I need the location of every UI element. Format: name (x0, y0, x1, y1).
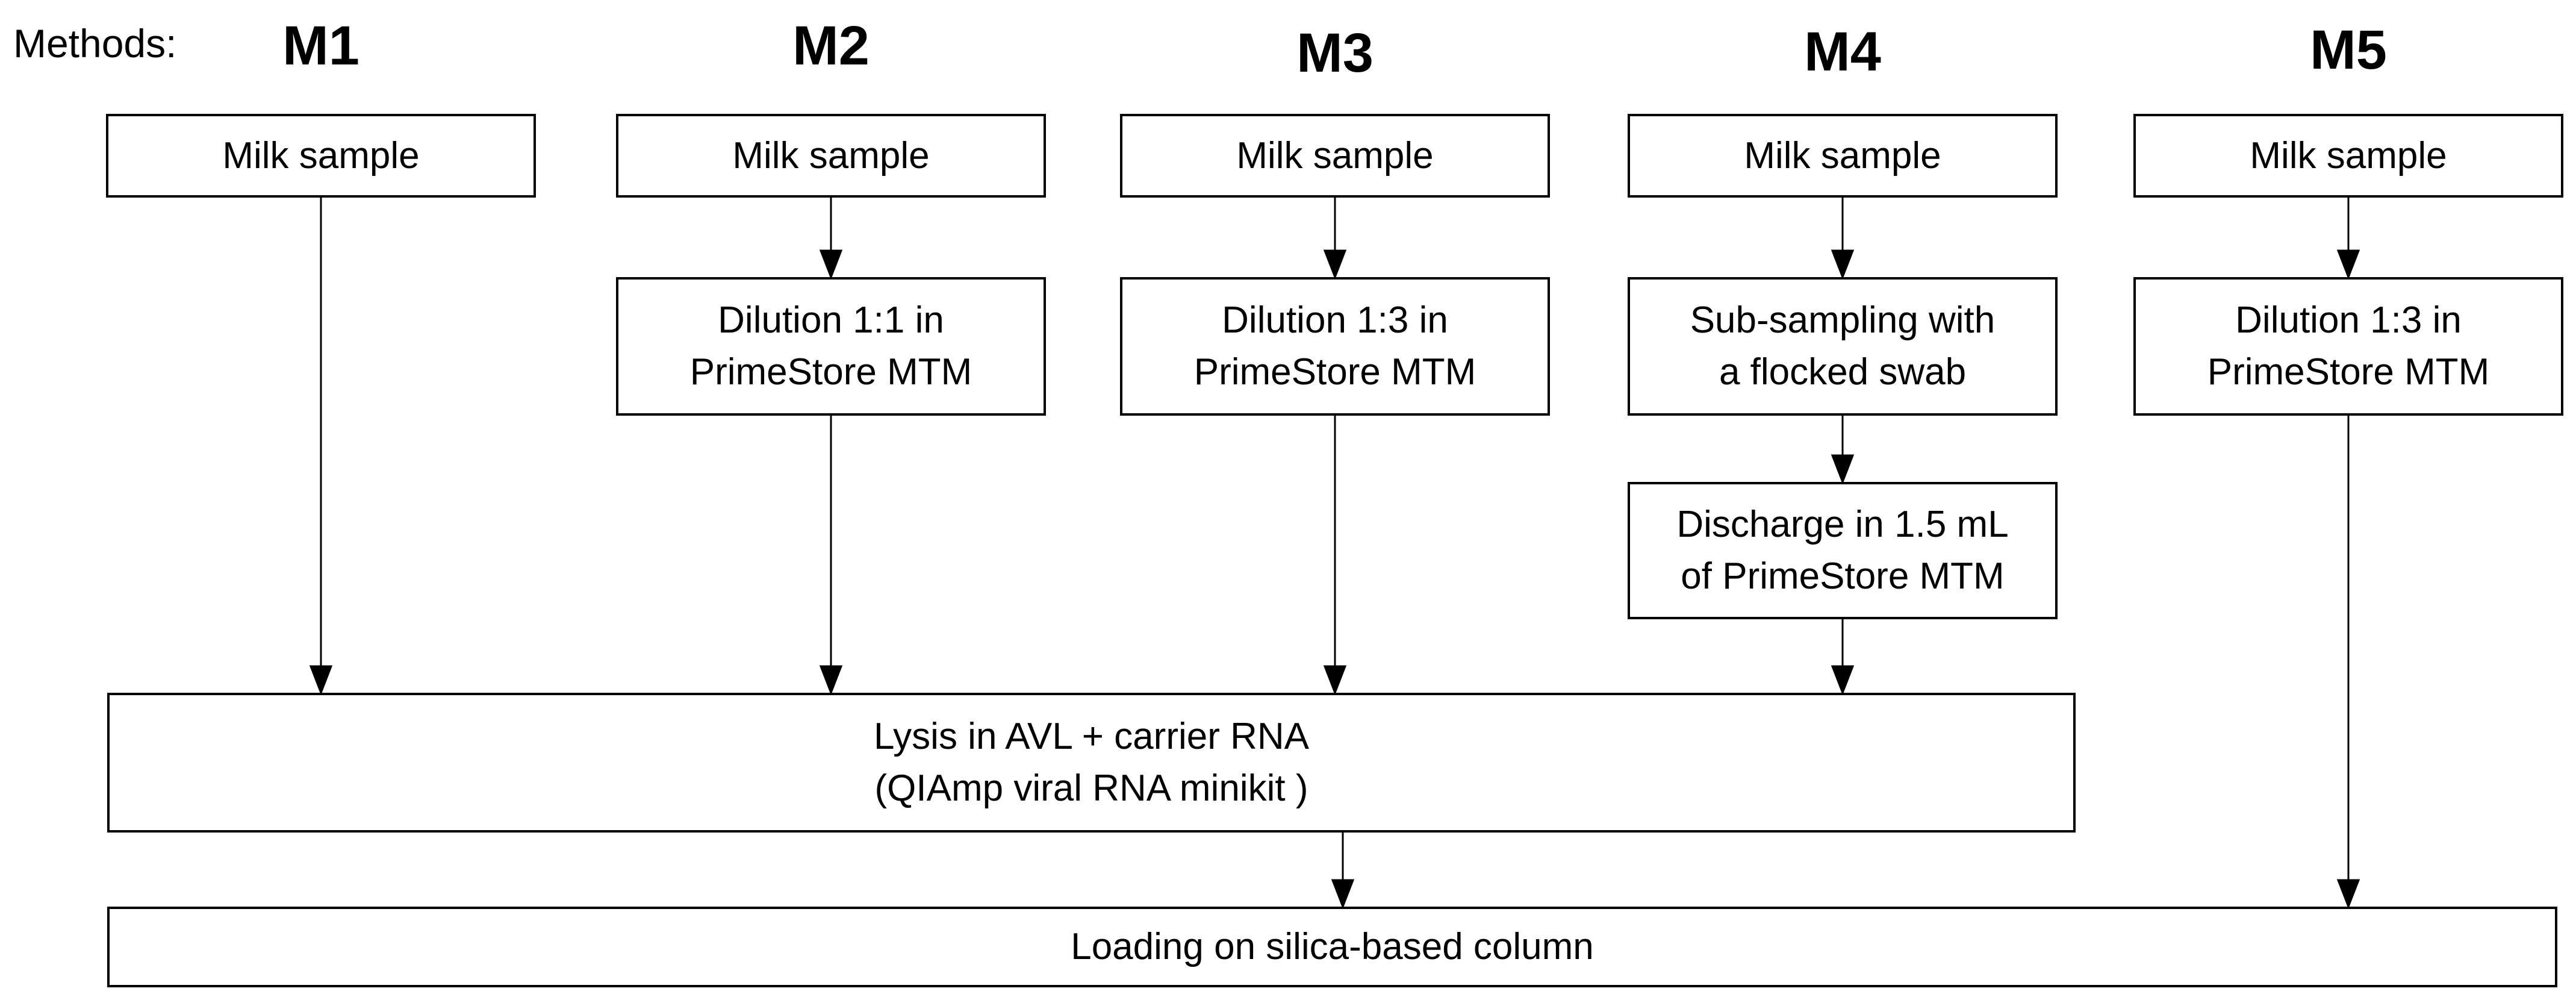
method-header-m3: M3 (1296, 22, 1374, 84)
box-m2-milk-sample: Milk sample (616, 114, 1046, 198)
method-header-m2: M2 (792, 15, 870, 77)
box-m4-subsampling-line2: a flocked swab (1719, 351, 1967, 393)
arrowhead-m3-step1 (1323, 249, 1347, 280)
arrowhead-m3-lysis (1323, 665, 1347, 696)
box-m4-subsampling-line1: Sub-sampling with (1690, 299, 1996, 341)
arrowhead-m4-step2 (1831, 454, 1855, 485)
box-loading-label: Loading on silica-based column (1071, 926, 1594, 967)
arrowhead-m5-loading (2336, 879, 2360, 910)
method-header-m5: M5 (2310, 19, 2387, 81)
box-loading: Loading on silica-based column (107, 907, 2557, 987)
box-m2-dilution-line1: Dilution 1:1 in (718, 299, 944, 341)
box-m3-dilution: Dilution 1:3 in PrimeStore MTM (1120, 277, 1550, 416)
box-m5-dilution-line2: PrimeStore MTM (2207, 351, 2490, 393)
arrowhead-m5-step1 (2336, 249, 2360, 280)
arrowhead-m2-lysis (819, 665, 843, 696)
box-m3-dilution-line1: Dilution 1:3 in (1222, 299, 1448, 341)
arrowhead-m4-lysis (1831, 665, 1855, 696)
box-m2-milk-sample-label: Milk sample (732, 134, 930, 177)
box-m4-milk-sample-label: Milk sample (1744, 134, 1941, 177)
box-m3-milk-sample: Milk sample (1120, 114, 1550, 198)
box-m2-dilution: Dilution 1:1 in PrimeStore MTM (616, 277, 1046, 416)
box-lysis-line1: Lysis in AVL + carrier RNA (874, 716, 1309, 757)
box-m1-milk-sample: Milk sample (106, 114, 536, 198)
box-m3-milk-sample-label: Milk sample (1236, 134, 1434, 177)
box-m2-dilution-line2: PrimeStore MTM (689, 351, 972, 393)
arrowhead-m1-lysis (309, 665, 333, 696)
box-m4-subsampling: Sub-sampling with a flocked swab (1628, 277, 2058, 416)
box-m1-milk-sample-label: Milk sample (222, 134, 420, 177)
box-m5-milk-sample-label: Milk sample (2250, 134, 2447, 177)
arrowhead-m2-step1 (819, 249, 843, 280)
box-m5-milk-sample: Milk sample (2133, 114, 2563, 198)
method-header-m4: M4 (1804, 21, 1881, 83)
box-m5-dilution-line1: Dilution 1:3 in (2235, 299, 2462, 341)
methods-label: Methods: (13, 21, 177, 66)
method-header-m1: M1 (282, 15, 359, 77)
box-m4-discharge-line1: Discharge in 1.5 mL (1676, 504, 2009, 545)
box-m4-discharge: Discharge in 1.5 mL of PrimeStore MTM (1628, 482, 2058, 619)
box-m3-dilution-line2: PrimeStore MTM (1193, 351, 1476, 393)
box-m4-discharge-line2: of PrimeStore MTM (1681, 555, 2005, 597)
box-m5-dilution: Dilution 1:3 in PrimeStore MTM (2133, 277, 2563, 416)
box-lysis-line2: (QIAmp viral RNA minikit ) (874, 767, 1308, 809)
box-lysis: Lysis in AVL + carrier RNA (QIAmp viral … (107, 693, 2076, 833)
arrowhead-m4-step1 (1831, 249, 1855, 280)
arrowhead-lysis-loading (1331, 879, 1355, 910)
box-m4-milk-sample: Milk sample (1628, 114, 2058, 198)
